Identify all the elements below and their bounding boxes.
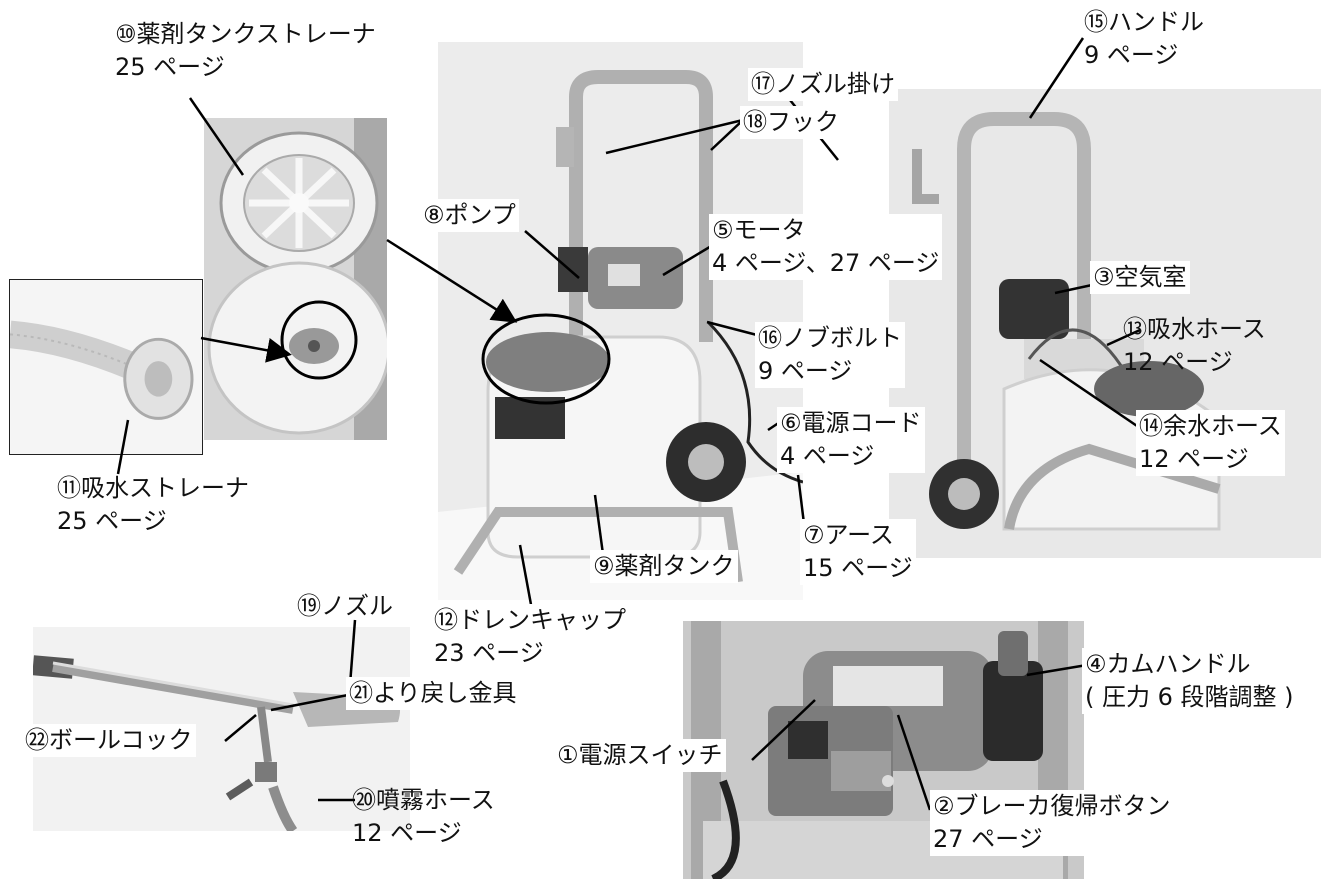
- control-box-photo: [683, 621, 1084, 879]
- label-page: 12 ページ: [1139, 445, 1249, 473]
- callout-hook: ⑱フック: [740, 106, 842, 139]
- label-name: ⑱フック: [743, 108, 839, 136]
- callout-medicine-tank-strainer: ⑩薬剤タンクストレーナ 25 ページ: [112, 18, 379, 84]
- label-name: ⑤モータ: [712, 216, 806, 244]
- label-name: ⑨薬剤タンク: [593, 552, 735, 580]
- callout-knob-bolt: ⑯ノブボルト 9 ページ: [755, 322, 905, 388]
- label-name: ④カムハンドル: [1085, 650, 1251, 678]
- callout-drain-cap: ⑫ドレンキャップ 23 ページ: [431, 604, 629, 670]
- callout-spray-hose: ⑳噴霧ホース 12 ページ: [349, 784, 498, 850]
- label-name: ⑭余水ホース: [1139, 412, 1282, 440]
- label-page: 9 ページ: [758, 357, 853, 385]
- label-page: 4 ページ: [780, 442, 875, 470]
- label-name: ⑯ノブボルト: [758, 324, 902, 352]
- callout-nozzle-holder: ⑰ノズル掛け: [748, 68, 898, 101]
- label-page: 27 ページ: [933, 825, 1043, 853]
- label-page: 12 ページ: [1123, 348, 1233, 376]
- label-page: 4 ページ、27 ページ: [712, 249, 940, 277]
- label-page: 23 ページ: [434, 639, 544, 667]
- callout-pump: ⑧ポンプ: [420, 199, 519, 232]
- label-name: ⑥電源コード: [780, 409, 922, 437]
- callout-power-switch: ①電源スイッチ: [554, 739, 726, 772]
- callout-handle: ⑮ハンドル 9 ページ: [1081, 6, 1207, 72]
- callout-motor: ⑤モータ 4 ページ、27 ページ: [709, 214, 943, 280]
- callout-suction-hose: ⑬吸水ホース 12 ページ: [1120, 313, 1269, 379]
- label-page: 25 ページ: [57, 507, 167, 535]
- label-page: 15 ページ: [803, 554, 913, 582]
- callout-earth: ⑦アース 15 ページ: [800, 519, 916, 585]
- callout-surplus-hose: ⑭余水ホース 12 ページ: [1136, 410, 1285, 476]
- label-name: ①電源スイッチ: [557, 741, 723, 769]
- callout-ball-cock: ㉒ボールコック: [22, 724, 196, 757]
- suction-strainer-inset: [9, 279, 203, 455]
- callout-cam-handle: ④カムハンドル ( 圧力 6 段階調整 ): [1082, 648, 1297, 714]
- callout-nozzle: ⑲ノズル: [294, 590, 396, 623]
- callout-medicine-tank: ⑨薬剤タンク: [590, 550, 738, 583]
- label-page: 9 ページ: [1084, 41, 1179, 69]
- label-page: 12 ページ: [352, 819, 462, 847]
- callout-breaker-reset-button: ②ブレーカ復帰ボタン 27 ページ: [930, 790, 1174, 856]
- label-name: ⑫ドレンキャップ: [434, 606, 626, 634]
- label-name: ③空気室: [1093, 263, 1187, 291]
- label-name: ⑬吸水ホース: [1123, 315, 1266, 343]
- label-page: ( 圧力 6 段階調整 ): [1085, 683, 1294, 711]
- label-name: ⑲ノズル: [297, 592, 393, 620]
- label-name: ⑳噴霧ホース: [352, 786, 495, 814]
- label-name: ⑧ポンプ: [423, 201, 516, 229]
- label-name: ㉒ボールコック: [25, 726, 193, 754]
- label-name: ②ブレーカ復帰ボタン: [933, 792, 1171, 820]
- label-name: ⑩薬剤タンクストレーナ: [115, 20, 376, 48]
- label-name: ⑪吸水ストレーナ: [57, 474, 249, 502]
- strainer-photo: [204, 118, 387, 440]
- label-name: ㉑より戻し金具: [349, 679, 517, 707]
- callout-power-cord: ⑥電源コード 4 ページ: [777, 407, 925, 473]
- callout-air-chamber: ③空気室: [1090, 261, 1190, 294]
- callout-swivel-fitting: ㉑より戻し金具: [346, 677, 520, 710]
- callout-suction-strainer: ⑪吸水ストレーナ 25 ページ: [54, 472, 252, 538]
- label-name: ⑮ハンドル: [1084, 8, 1204, 36]
- label-name: ⑰ノズル掛け: [751, 70, 895, 98]
- label-name: ⑦アース: [803, 521, 894, 549]
- label-page: 25 ページ: [115, 53, 225, 81]
